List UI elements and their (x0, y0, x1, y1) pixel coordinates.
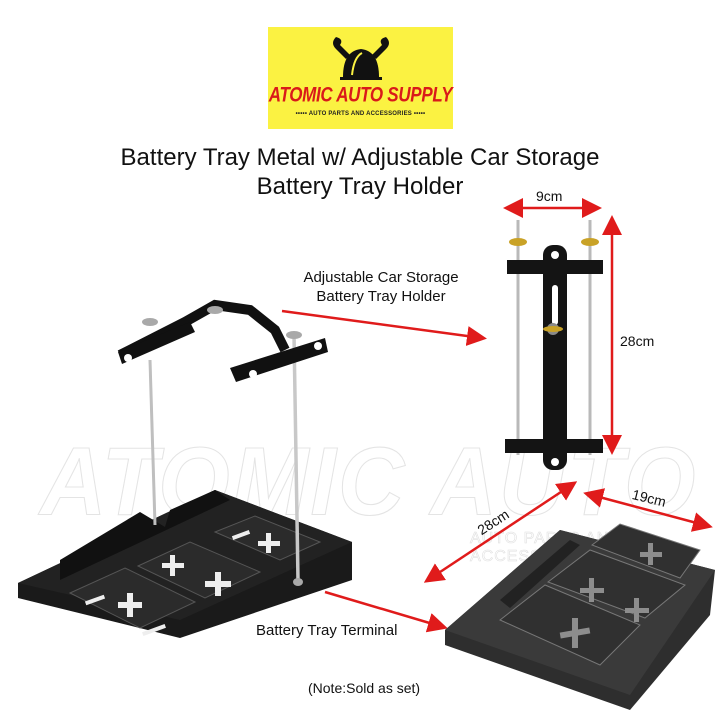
holder-label-line2: Battery Tray Holder (316, 288, 446, 305)
holder-bracket-image (505, 220, 603, 470)
dim-holder-width: 9cm (536, 188, 563, 204)
product-title-line2: Battery Tray Holder (256, 173, 464, 200)
logo-tagline: ••••• AUTO PARTS AND ACCESSORIES ••••• (295, 111, 426, 117)
holder-callout-arrow (281, 309, 487, 346)
holder-label: Adjustable Car Storage Battery Tray Hold… (276, 268, 486, 306)
brand-logo: ATOMIC AUTO SUPPLY ••••• AUTO PARTS AND … (268, 27, 453, 129)
tray-callout-arrow (324, 590, 448, 633)
dim-holder-height: 28cm (620, 333, 655, 349)
holder-label-line1: Adjustable Car Storage (303, 269, 459, 286)
wrench-helmet-icon (333, 37, 389, 80)
logo-brand-name: ATOMIC AUTO SUPPLY (268, 82, 453, 107)
tray-label: Battery Tray Terminal (256, 622, 398, 639)
product-title-line1: Battery Tray Metal w/ Adjustable Car Sto… (120, 144, 600, 171)
sold-as-set-note: (Note:Sold as set) (308, 680, 421, 696)
battery-tray-image (445, 523, 715, 710)
product-title: Battery Tray Metal w/ Adjustable Car Sto… (60, 143, 660, 201)
assembled-tray-image (18, 299, 352, 638)
